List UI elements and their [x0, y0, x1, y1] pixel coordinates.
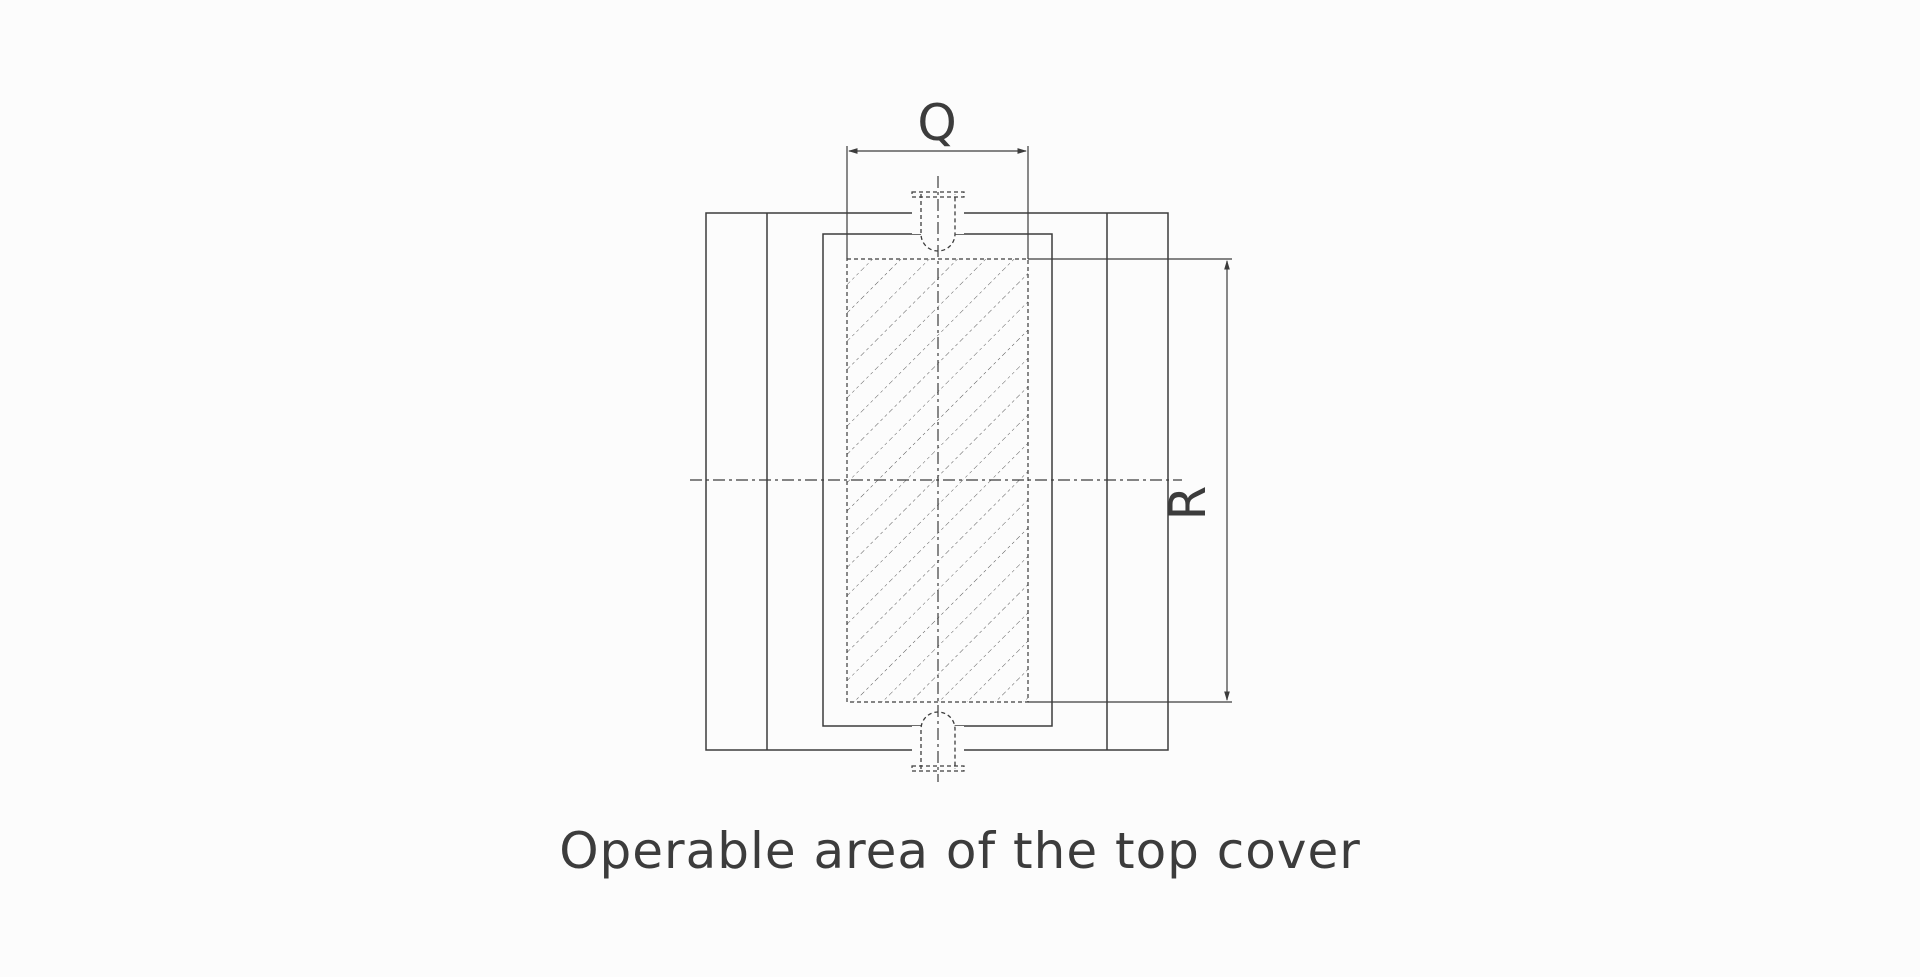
- dimension-r: [1028, 258, 1232, 703]
- dimension-q-label: Q: [917, 94, 956, 152]
- dimension-q: [846, 146, 1029, 259]
- dimension-r-label: R: [1159, 486, 1217, 521]
- diagram-caption: Operable area of the top cover: [559, 822, 1361, 880]
